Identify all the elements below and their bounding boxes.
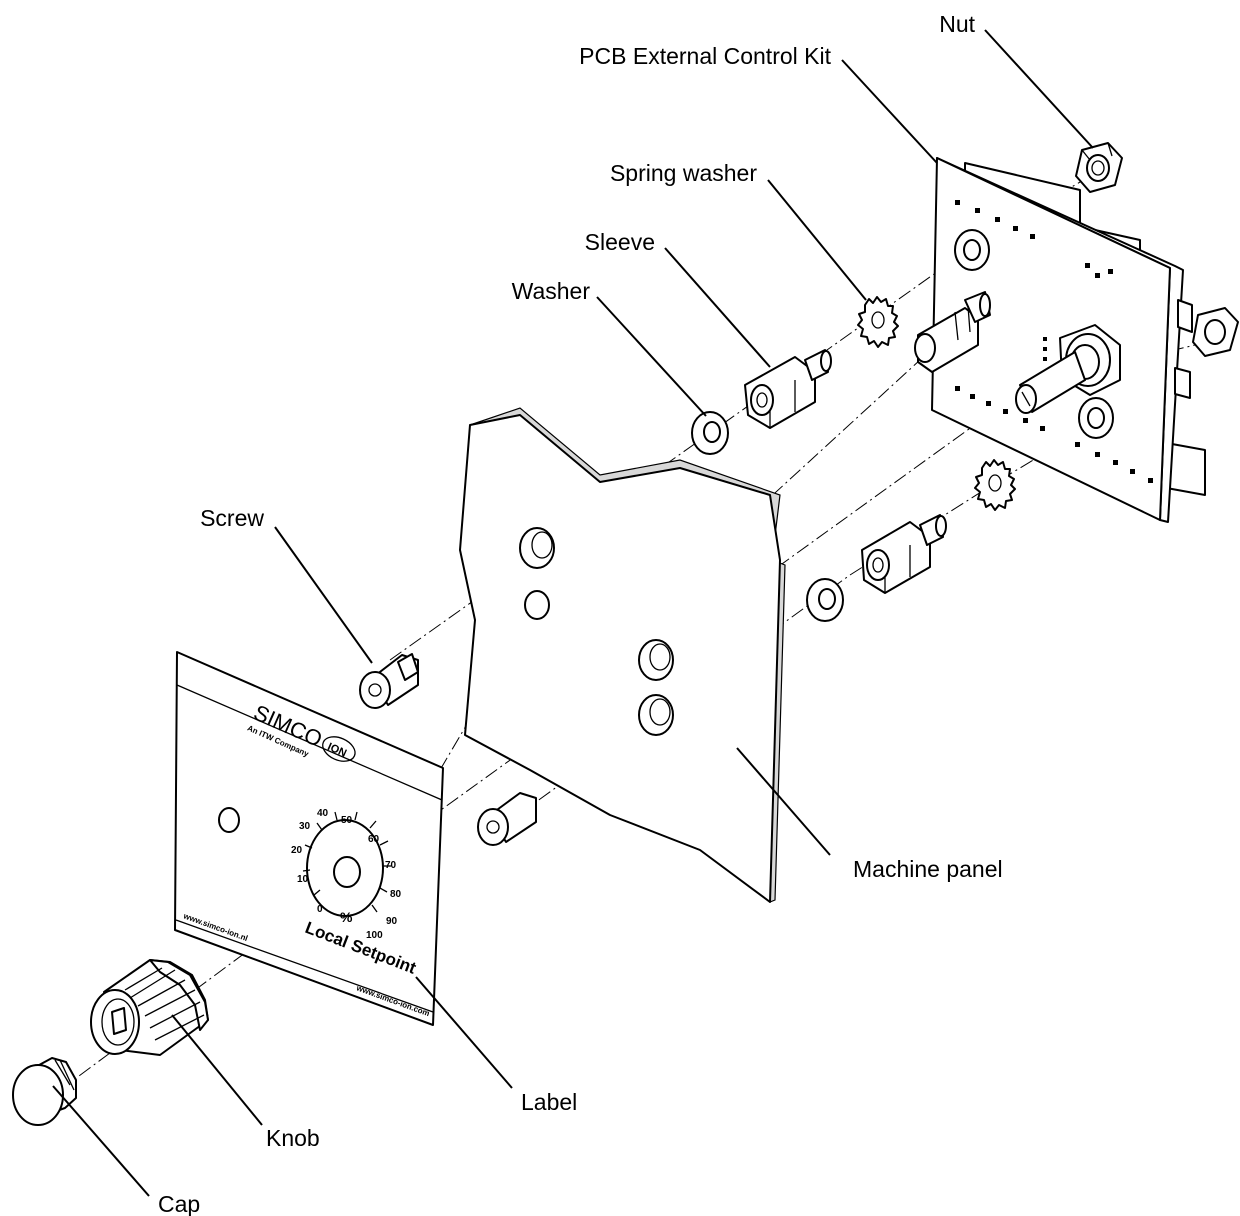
tick-label: 70: [385, 860, 397, 871]
tick-label: 20: [291, 845, 303, 856]
callout-labels: Nut PCB External Control Kit Spring wash…: [158, 11, 1003, 1216]
callout-nut: Nut: [939, 11, 975, 37]
callout-spring-washer: Spring washer: [610, 160, 757, 186]
callout-pcb-kit: PCB External Control Kit: [579, 43, 831, 69]
potentiometer: [1015, 324, 1121, 414]
callout-cap: Cap: [158, 1191, 200, 1216]
pcb-board: [931, 157, 1206, 523]
nut-part: [1075, 142, 1123, 193]
callout-knob: Knob: [266, 1125, 320, 1151]
tick-label: 100: [366, 930, 383, 941]
screw-upper: [359, 653, 419, 709]
tick-label: 0: [317, 904, 323, 915]
tick-label: 60: [368, 834, 380, 845]
setpoint-dial: [302, 811, 391, 917]
washer-lower: [806, 578, 844, 622]
tick-label: 40: [317, 808, 329, 819]
screw-lower: [477, 792, 537, 846]
sleeve-upper: [744, 349, 832, 429]
pcb-side-nut: [1174, 299, 1239, 399]
spring-washer-lower: [974, 459, 1016, 511]
sleeve-lower: [861, 514, 947, 594]
washer-upper: [691, 411, 729, 455]
callout-machine-panel: Machine panel: [853, 856, 1003, 882]
tick-label: 50: [341, 815, 353, 826]
dial-tick-labels: 0 10 20 30 40 50 60 70 80 90 100: [291, 808, 402, 941]
tick-label: 90: [386, 916, 398, 927]
spring-washer-upper: [857, 296, 899, 348]
callout-sleeve: Sleeve: [585, 229, 655, 255]
label-hole: [218, 807, 240, 833]
sleeve-middle: [914, 291, 991, 373]
tick-label: 10: [297, 874, 309, 885]
tick-label: 30: [299, 821, 311, 832]
leader-lines: [52, 29, 1094, 1197]
cap-part: [12, 1057, 77, 1126]
label-plate: SIMCO ION An ITW Company 0 10 20 30: [174, 651, 444, 1026]
callout-label: Label: [521, 1089, 577, 1115]
callout-screw: Screw: [200, 505, 264, 531]
dial-percent-sign: %: [340, 909, 353, 925]
knob-part: [90, 959, 209, 1056]
pcb-pins: [955, 200, 1153, 483]
callout-washer: Washer: [512, 278, 591, 304]
machine-panel: [459, 407, 786, 903]
tick-label: 80: [390, 889, 402, 900]
